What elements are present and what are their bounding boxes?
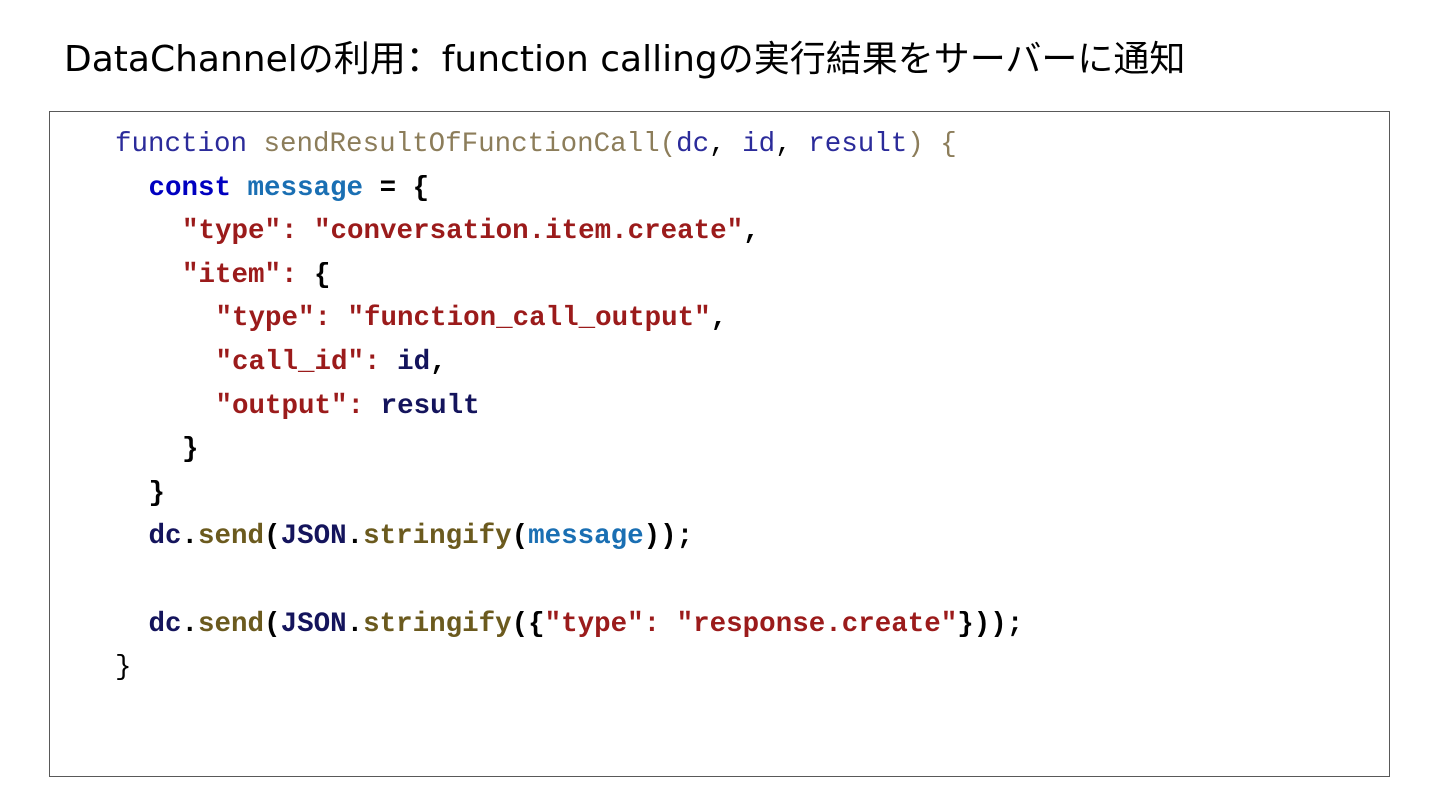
code-token: , — [709, 129, 743, 160]
code-block: function sendResultOfFunctionCall(dc, id… — [49, 111, 1390, 777]
code-line: "output": result — [215, 390, 480, 422]
code-token: " — [215, 347, 233, 378]
code-token: " — [215, 303, 233, 335]
code-token: stringify — [363, 608, 512, 640]
code-token: JSON — [280, 608, 347, 640]
code-token: ": — [331, 390, 381, 422]
code-token: stringify — [363, 521, 512, 553]
code-token: dc — [148, 608, 182, 640]
slide-title: DataChannelの利用：function callingの実行結果をサーバ… — [64, 39, 1186, 80]
code-token: JSON — [280, 521, 347, 553]
code-token — [247, 129, 264, 160]
code-token: const — [148, 172, 232, 204]
code-token: , — [710, 303, 728, 335]
code-token: ( — [264, 521, 281, 553]
code-token: , — [430, 347, 447, 378]
code-line: "item": { — [182, 259, 331, 291]
code-token: { — [314, 259, 331, 291]
code-token: . — [346, 608, 364, 640]
code-token: } — [148, 477, 166, 509]
code-token: " — [182, 259, 199, 291]
code-token: ( — [264, 608, 281, 640]
code-token: output — [232, 390, 332, 422]
code-token: send — [198, 521, 265, 553]
code-token: . — [346, 521, 364, 553]
code-line: "type": "conversation.item.create", — [182, 217, 760, 247]
code-line: "call_id": id, — [216, 348, 447, 378]
code-token: = { — [363, 172, 430, 204]
code-token: id — [397, 347, 431, 378]
code-token: "conversation.item.create" — [314, 216, 744, 248]
code-token: call_id — [232, 347, 348, 378]
code-token: , — [775, 129, 809, 160]
code-line: dc.send(JSON.stringify(message)); — [149, 522, 694, 552]
code-token: })); — [957, 608, 1024, 640]
code-token: item — [198, 259, 265, 291]
code-token: message — [528, 521, 644, 553]
code-token: " — [215, 390, 233, 422]
code-token: sendResultOfFunctionCall — [263, 129, 660, 160]
code-token: ) { — [907, 129, 957, 160]
code-token: ": — [264, 259, 315, 291]
code-token: "response.create" — [676, 608, 958, 640]
code-token: send — [198, 608, 265, 640]
code-token: message — [247, 172, 364, 204]
code-token — [231, 173, 248, 204]
code-token: dc — [148, 521, 182, 553]
code-token: "type": — [544, 608, 677, 640]
code-token: dc — [676, 129, 710, 160]
code-token: type — [232, 303, 299, 335]
code-token: )); — [643, 521, 694, 553]
code-token: type — [198, 216, 265, 248]
code-token: result — [380, 390, 480, 422]
code-token: } — [115, 652, 132, 684]
code-line: } — [115, 653, 132, 683]
code-token: } — [182, 434, 199, 466]
code-line: "type": "function_call_output", — [216, 304, 728, 334]
code-line: dc.send(JSON.stringify({"type": "respons… — [148, 608, 1024, 640]
code-line: function sendResultOfFunctionCall(dc, id… — [115, 130, 957, 160]
code-token: . — [181, 521, 199, 553]
code-token: " — [182, 216, 199, 248]
code-token: ( — [659, 129, 677, 160]
code-line: } — [182, 435, 199, 465]
code-token: "function_call_output" — [347, 303, 711, 335]
code-token: id — [742, 129, 776, 160]
code-line: const message = { — [148, 172, 430, 204]
code-token: result — [808, 129, 908, 160]
code-token: ( — [511, 521, 529, 553]
code-token: ": — [264, 216, 315, 248]
code-token: function — [115, 129, 248, 160]
code-token: . — [181, 608, 199, 640]
code-token: , — [743, 216, 760, 248]
code-token: ": — [347, 347, 398, 378]
code-line: } — [148, 477, 166, 509]
code-token: ": — [298, 303, 348, 335]
code-token: ({ — [511, 608, 545, 640]
